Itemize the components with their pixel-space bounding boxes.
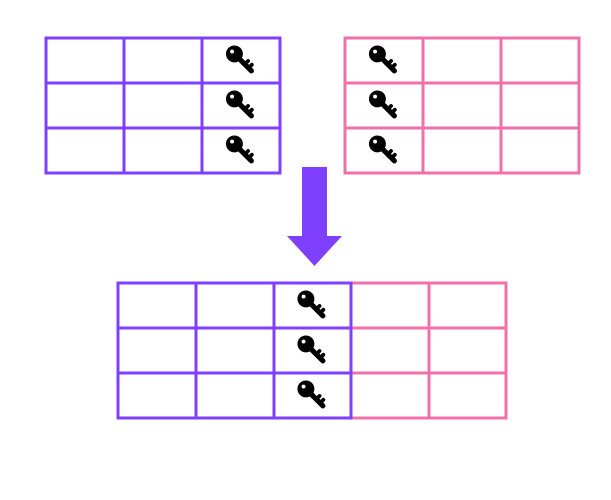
- right-table-cell: [499, 81, 581, 130]
- left-table-cell: [122, 36, 204, 85]
- merged-right-cell: [349, 371, 431, 420]
- key-icon: [298, 291, 323, 316]
- merged-left-cell: [116, 371, 198, 420]
- down-arrow: [287, 167, 342, 266]
- key-icon: [369, 91, 394, 116]
- merged-left-cell: [194, 281, 276, 330]
- left-table: [44, 36, 282, 175]
- right-table-cell: [499, 36, 581, 85]
- right-table-cell: [421, 126, 503, 175]
- merged-left-cell: [272, 371, 353, 420]
- key-icon: [226, 136, 251, 161]
- key-icon: [226, 91, 251, 116]
- left-table-cell: [200, 126, 282, 175]
- merged-left-cell: [194, 371, 276, 420]
- merged-table: [116, 281, 508, 420]
- key-icon: [226, 46, 251, 71]
- merged-right-cell: [349, 281, 431, 330]
- merged-left-cell: [116, 281, 198, 330]
- merged-right-cell: [427, 326, 508, 375]
- left-table-cell: [44, 81, 126, 130]
- merged-right-cell: [427, 371, 508, 420]
- merged-right-cell: [427, 281, 508, 330]
- left-table-cell: [44, 36, 126, 85]
- right-table: [343, 36, 581, 175]
- left-table-cell: [44, 126, 126, 175]
- key-icon: [369, 136, 394, 161]
- key-icon: [369, 46, 394, 71]
- right-table-cell: [499, 126, 581, 175]
- left-table-cell: [122, 126, 204, 175]
- merged-left-cell: [194, 326, 276, 375]
- arrow-shape: [287, 167, 342, 266]
- key-icon: [298, 336, 323, 361]
- merged-right-cell: [349, 326, 431, 375]
- merged-left-cell: [116, 326, 198, 375]
- right-table-cell: [421, 81, 503, 130]
- left-table-cell: [122, 81, 204, 130]
- right-table-cell: [421, 36, 503, 85]
- key-icon: [298, 381, 323, 406]
